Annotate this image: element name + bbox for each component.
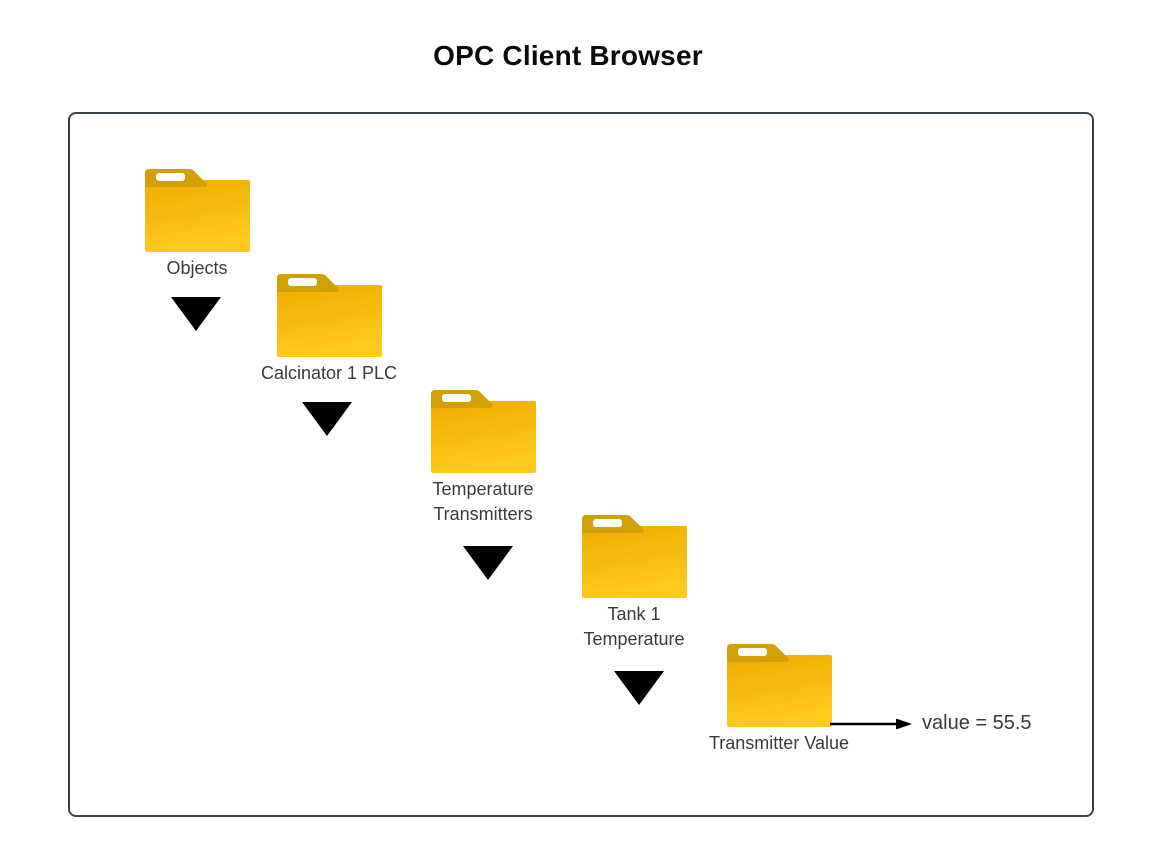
expand-arrow-down-icon [463,546,513,580]
expand-arrow-down-icon [302,402,352,436]
folder-icon [726,641,832,727]
folder-icon [581,512,687,598]
tree-node-temperature-transmitters[interactable]: Temperature Transmitters [398,387,568,527]
browser-canvas: Objects Calcinator 1 PLC T [68,112,1094,817]
expand-arrow-down-icon [171,297,221,331]
folder-icon [430,387,536,473]
folder-icon [276,271,382,357]
tree-node-calcinator-1-plc[interactable]: Calcinator 1 PLC [244,271,414,386]
tree-node-objects[interactable]: Objects [112,166,282,281]
page-title: OPC Client Browser [433,40,703,71]
node-label: Transmitter Value [708,733,850,753]
node-label: Objects [166,258,228,278]
folder-icon [144,166,250,252]
node-label: Calcinator 1 PLC [260,363,398,383]
tree-node-transmitter-value[interactable]: Transmitter Value [694,641,864,756]
expand-arrow-down-icon [614,671,664,705]
node-label: Tank 1 Temperature [583,604,685,649]
node-label: Temperature Transmitters [432,479,534,524]
tree-node-tank-1-temperature[interactable]: Tank 1 Temperature [549,512,719,652]
value-arrow-icon [830,716,916,732]
value-readout: value = 55.5 [922,712,1032,734]
